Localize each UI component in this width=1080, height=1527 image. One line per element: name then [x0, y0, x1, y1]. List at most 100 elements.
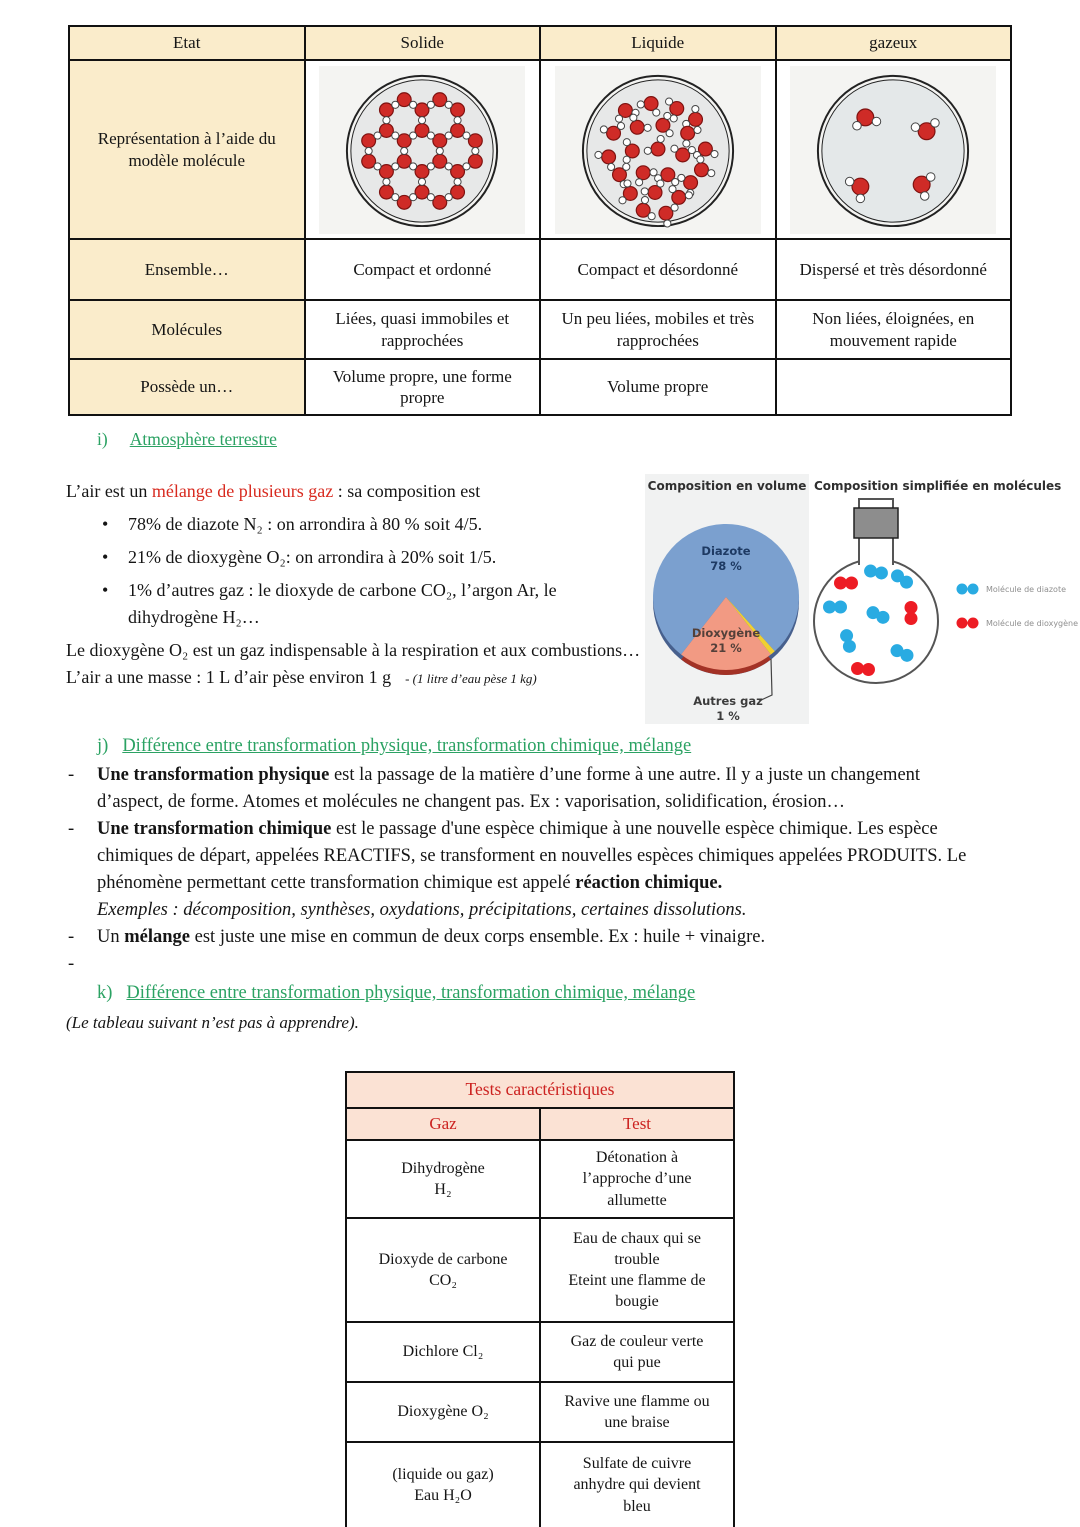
tests-header-row: Gaz Test — [345, 1107, 735, 1141]
test-dihydrogene: Détonation à l’approche d’une allumette — [539, 1139, 735, 1219]
air-composition-text: L’air est un mélange de plusieurs gaz : … — [66, 478, 646, 692]
pie-slice-dioxygene — [681, 597, 771, 670]
gaz-dioxygene: Dioxygène O₂ — [345, 1381, 541, 1443]
gaz-dioxyde-carbone: Dioxyde de carbone CO₂ — [345, 1217, 541, 1323]
liquid-dish-icon — [581, 74, 734, 228]
gas-model-cell — [774, 59, 1012, 240]
pie-pct-diazote: 78 % — [710, 559, 742, 573]
possede-row: Possède un… Volume propre, une forme pro… — [68, 358, 1012, 416]
molecules-solide: Liées, quasi immobiles et rapprochées — [303, 299, 541, 360]
solid-molecule-model — [319, 65, 526, 234]
pie-slice-autres-gaz — [726, 597, 775, 655]
ensemble-gazeux: Dispersé et très désordonné — [774, 238, 1012, 301]
ensemble-liquide: Compact et désordonné — [539, 238, 777, 301]
possede-gazeux — [774, 358, 1012, 416]
ensemble-row: Ensemble… Compact et ordonné Compact et … — [68, 238, 1012, 301]
solid-dish-icon — [346, 74, 499, 227]
gaz-dichlore: Dichlore Cl₂ — [345, 1321, 541, 1383]
molecule-flask-diagram: Molécule de diazote Molécule de dioxygèn… — [813, 498, 1078, 684]
test-dichlore: Gaz de couleur verte qui pue — [539, 1321, 735, 1383]
test-dioxygene: Ravive une flamme ou une braise — [539, 1381, 735, 1443]
table-row: Dihydrogène H₂ Détonation à l’approche d… — [345, 1139, 735, 1219]
flask-stopper — [853, 507, 899, 539]
bullet-autres-gaz: 1% d’autres gaz : le dioxyde de carbone … — [102, 577, 646, 631]
states-table-header-row: Etat Solide Liquide gazeux — [68, 25, 1012, 61]
intro-line: L’air est un mélange de plusieurs gaz : … — [66, 481, 481, 501]
solid-model-cell — [303, 59, 541, 240]
flask-molecules — [823, 564, 918, 676]
air-composition-pie-chart: Diazote 78 % Dioxygène 21 % Autres gaz 1… — [653, 523, 800, 723]
table-disclaimer-note: (Le tableau suivant n’est pas à apprendr… — [66, 1013, 359, 1032]
legend-dioxygene-icon — [956, 617, 979, 629]
list-item-melange: Un mélange est juste une mise en commun … — [66, 924, 974, 951]
examples-line: Exemples : décomposition, synthèses, oxy… — [97, 900, 747, 920]
bullet-dioxygene: 21% de dioxygène O₂: on arrondira à 20% … — [102, 544, 646, 571]
molecules-row: Molécules Liées, quasi immobiles et rapp… — [68, 299, 1012, 360]
section-title: Différence entre transformation physique… — [126, 983, 696, 1003]
row-label-ensemble: Ensemble… — [68, 238, 306, 301]
row-label-representation: Représentation à l’aide du modèle molécu… — [68, 59, 306, 240]
gas-molecule-model — [790, 65, 997, 234]
molecules-gazeux: Non liées, éloignées, en mouvement rapid… — [774, 299, 1012, 360]
section-index: i) — [97, 429, 108, 449]
table-row: (liquide ou gaz) Eau H₂O Sulfate de cuiv… — [345, 1441, 735, 1527]
gas-dish-icon — [817, 74, 970, 227]
transformations-section: j) Différence entre transformation physiq… — [66, 731, 974, 1036]
molecules-liquide: Un peu liées, mobiles et très rapprochée… — [539, 299, 777, 360]
header-test: Test — [539, 1107, 735, 1141]
header-etat: Etat — [68, 25, 306, 61]
row-label-possede: Possède un… — [68, 358, 306, 416]
test-dioxyde-carbone: Eau de chaux qui se trouble Eteint une f… — [539, 1217, 735, 1323]
pie-label-dioxygene: Dioxygène — [692, 626, 761, 640]
air-composition-pie-panel: Composition en volume Diazote 78 % Dioxy… — [645, 474, 809, 724]
tests-table-title: Tests caractéristiques — [345, 1071, 735, 1109]
flask-body — [813, 558, 939, 684]
bullet-diazote: 78% de diazote N₂ : on arrondira à 80 % … — [102, 511, 646, 538]
section-title: Atmosphère terrestre — [129, 429, 277, 449]
pie-slice-diazote — [653, 523, 800, 655]
gaz-dihydrogene: Dihydrogène H₂ — [345, 1139, 541, 1219]
composition-bullet-list: 78% de diazote N₂ : on arrondira à 80 % … — [66, 511, 646, 631]
pie-chart-title: Composition en volume — [647, 479, 807, 493]
states-of-matter-table: Etat Solide Liquide gazeux Représentatio… — [68, 25, 1012, 416]
table-row: Dioxyde de carbone CO₂ Eau de chaux qui … — [345, 1217, 735, 1323]
legend-dioxygene-label: Molécule de dioxygène — [986, 618, 1078, 628]
list-item-transformation-physique: Une transformation physique est la passa… — [66, 762, 974, 816]
legend-diazote-icon — [956, 583, 979, 595]
liquid-molecule-model — [554, 65, 761, 234]
pie-label-autres-gaz: Autres gaz — [693, 694, 763, 708]
list-item-transformation-chimique: Une transformation chimique est le passa… — [66, 816, 974, 924]
pie-pct-dioxygene: 21 % — [710, 641, 742, 655]
header-gaz: Gaz — [345, 1107, 541, 1141]
row-label-molecules: Molécules — [68, 299, 306, 360]
header-solide: Solide — [303, 25, 541, 61]
tests-title-row: Tests caractéristiques — [345, 1071, 735, 1109]
possede-solide: Volume propre, une forme propre — [303, 358, 541, 416]
list-item-empty — [66, 951, 974, 978]
molecule-flask-panel: Composition simplifiée en molécules Molé… — [810, 474, 1080, 710]
header-liquide: Liquide — [539, 25, 777, 61]
pie-callout-line — [758, 658, 773, 702]
test-eau: Sulfate de cuivre anhydre qui devient bl… — [539, 1441, 735, 1527]
possede-liquide: Volume propre — [539, 358, 777, 416]
liquid-model-cell — [539, 59, 777, 240]
red-highlight: mélange de plusieurs gaz — [151, 481, 334, 501]
header-gazeux: gazeux — [774, 25, 1012, 61]
legend-diazote-label: Molécule de diazote — [986, 584, 1066, 594]
gaz-eau: (liquide ou gaz) Eau H₂O — [345, 1441, 541, 1527]
section-title: Différence entre transformation physique… — [122, 736, 692, 756]
section-i-heading: i) Atmosphère terrestre — [97, 429, 277, 450]
ensemble-solide: Compact et ordonné — [303, 238, 541, 301]
mass-note: - (1 litre d’eau pèse 1 kg) — [405, 671, 537, 686]
section-k-heading: k) Différence entre transformation physiq… — [66, 980, 974, 1007]
paragraph-masse: L’air a une masse : 1 L d’air pèse envir… — [66, 667, 537, 687]
characteristic-tests-table: Tests caractéristiques Gaz Test Dihydrog… — [345, 1071, 735, 1527]
table-row: Dichlore Cl₂ Gaz de couleur verte qui pu… — [345, 1321, 735, 1383]
section-index: k) — [97, 983, 113, 1003]
pie-pct-autres-gaz: 1 % — [716, 709, 740, 723]
paragraph-dioxygene: Le dioxygène O₂ est un gaz indispensable… — [66, 640, 641, 660]
table-row: Dioxygène O₂ Ravive une flamme ou une br… — [345, 1381, 735, 1443]
representation-row: Représentation à l’aide du modèle molécu… — [68, 59, 1012, 240]
section-index: j) — [97, 736, 109, 756]
